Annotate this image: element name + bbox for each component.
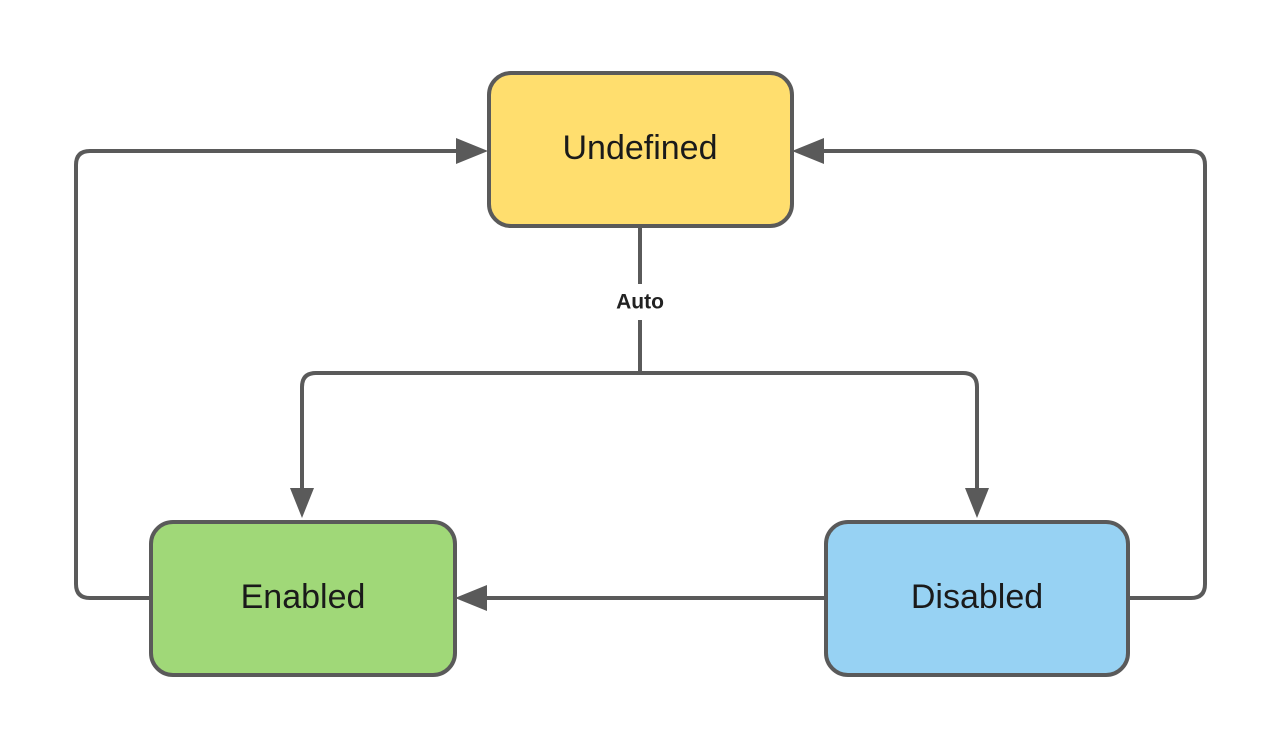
arrowhead-into-undefined-right bbox=[792, 138, 824, 164]
node-disabled-label: Disabled bbox=[911, 578, 1043, 616]
node-undefined-label: Undefined bbox=[562, 129, 717, 167]
edge-disabled-to-undefined-path bbox=[812, 149, 1207, 600]
edge-disabled-to-undefined bbox=[792, 138, 1207, 600]
edge-label-auto-backdrop bbox=[596, 284, 684, 320]
edge-enabled-to-undefined bbox=[74, 138, 488, 600]
node-disabled[interactable]: Disabled bbox=[824, 520, 1130, 677]
arrowhead-into-undefined-left bbox=[456, 138, 488, 164]
edge-undefined-fork bbox=[290, 226, 989, 518]
edge-label-auto-group: Auto bbox=[596, 284, 684, 320]
edge-undefined-to-disabled-path bbox=[640, 371, 979, 498]
arrowhead-into-disabled bbox=[965, 488, 989, 518]
arrowhead-into-enabled bbox=[290, 488, 314, 518]
node-disabled-box[interactable] bbox=[824, 520, 1130, 677]
edge-label-auto: Auto bbox=[616, 291, 664, 314]
node-enabled[interactable]: Enabled bbox=[149, 520, 457, 677]
node-enabled-box[interactable] bbox=[149, 520, 457, 677]
edge-undefined-to-enabled-path bbox=[300, 371, 640, 498]
node-undefined[interactable]: Undefined bbox=[487, 71, 794, 228]
arrowhead-into-enabled-right bbox=[455, 585, 487, 611]
edge-enabled-to-undefined-path bbox=[74, 149, 468, 600]
node-enabled-label: Enabled bbox=[241, 578, 366, 616]
node-undefined-box[interactable] bbox=[487, 71, 794, 228]
